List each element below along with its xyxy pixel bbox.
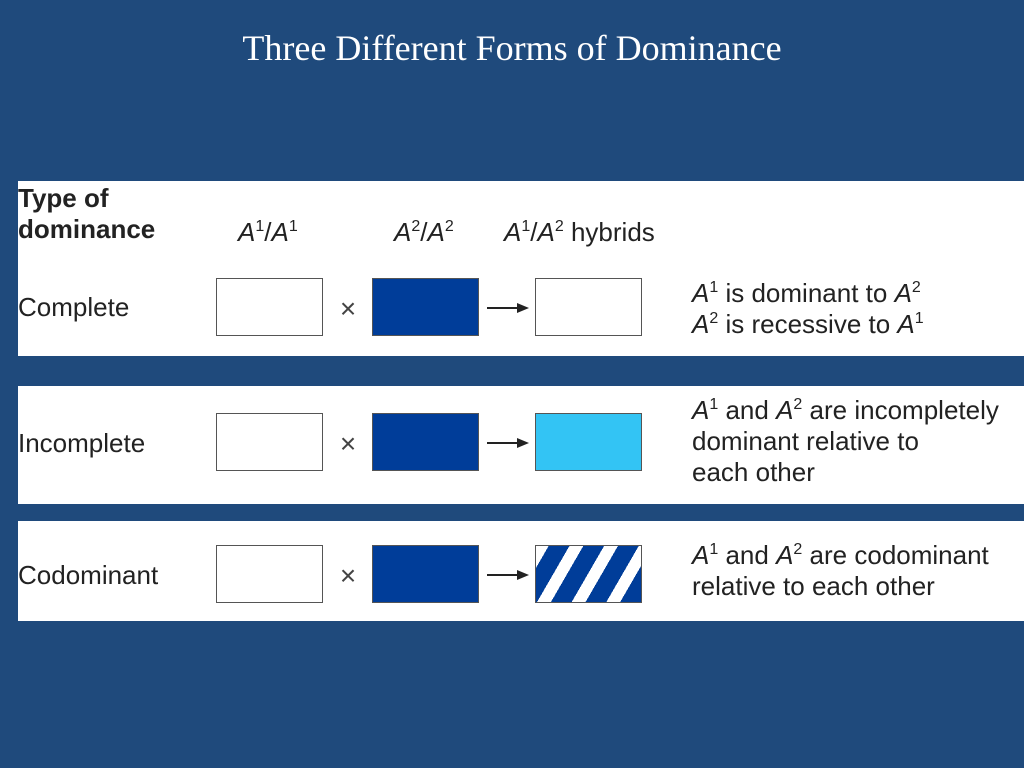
row-label-incomplete: Incomplete xyxy=(18,428,146,458)
description-codominant: A1 and A2 are codominant relative to eac… xyxy=(692,540,989,602)
cross-symbol: × xyxy=(339,293,357,324)
arrow-right-icon xyxy=(487,303,529,313)
parent1-box xyxy=(216,413,323,471)
row-label-codominant: Codominant xyxy=(18,560,159,590)
header-line-2: dominance xyxy=(18,214,156,244)
header-line-1: Type of xyxy=(18,183,109,213)
desc-line: relative to each other xyxy=(692,571,935,601)
parent1-box xyxy=(216,545,323,603)
panel-codominant: Codominant × A1 and A2 are codominant re… xyxy=(18,521,1024,621)
parent2-box xyxy=(372,545,479,603)
description-incomplete: A1 and A2 are incompletely dominant rela… xyxy=(692,395,999,488)
arrow-right-icon xyxy=(487,570,529,580)
arrow-right-icon xyxy=(487,438,529,448)
column-header-a1a1: A1/A1 xyxy=(238,217,298,247)
panel-complete: Type of dominance A1/A1 A2/A2 A1/A2 hybr… xyxy=(18,181,1024,356)
desc-line: A1 and A2 are incompletely xyxy=(692,395,999,425)
parent2-box xyxy=(372,413,479,471)
hybrid-box-striped xyxy=(535,545,642,603)
column-header-a2a2: A2/A2 xyxy=(394,217,454,247)
hybrid-box xyxy=(535,278,642,336)
type-of-dominance-header: Type of dominance xyxy=(18,183,155,245)
hybrid-box xyxy=(535,413,642,471)
parent1-box xyxy=(216,278,323,336)
column-header-hybrids: A1/A2 hybrids xyxy=(504,217,655,247)
desc-line: A1 and A2 are codominant xyxy=(692,540,989,570)
cross-symbol: × xyxy=(339,428,357,459)
row-label-complete: Complete xyxy=(18,292,130,322)
panel-incomplete: Incomplete × A1 and A2 are incompletely … xyxy=(18,386,1024,504)
description-complete: A1 is dominant to A2 A2 is recessive to … xyxy=(692,278,924,340)
cross-symbol: × xyxy=(339,560,357,591)
slide-title: Three Different Forms of Dominance xyxy=(242,28,782,68)
desc-line: dominant relative to xyxy=(692,426,919,456)
parent2-box xyxy=(372,278,479,336)
desc-line: A2 is recessive to A1 xyxy=(692,309,924,339)
desc-line: A1 is dominant to A2 xyxy=(692,278,921,308)
desc-line: each other xyxy=(692,457,815,487)
